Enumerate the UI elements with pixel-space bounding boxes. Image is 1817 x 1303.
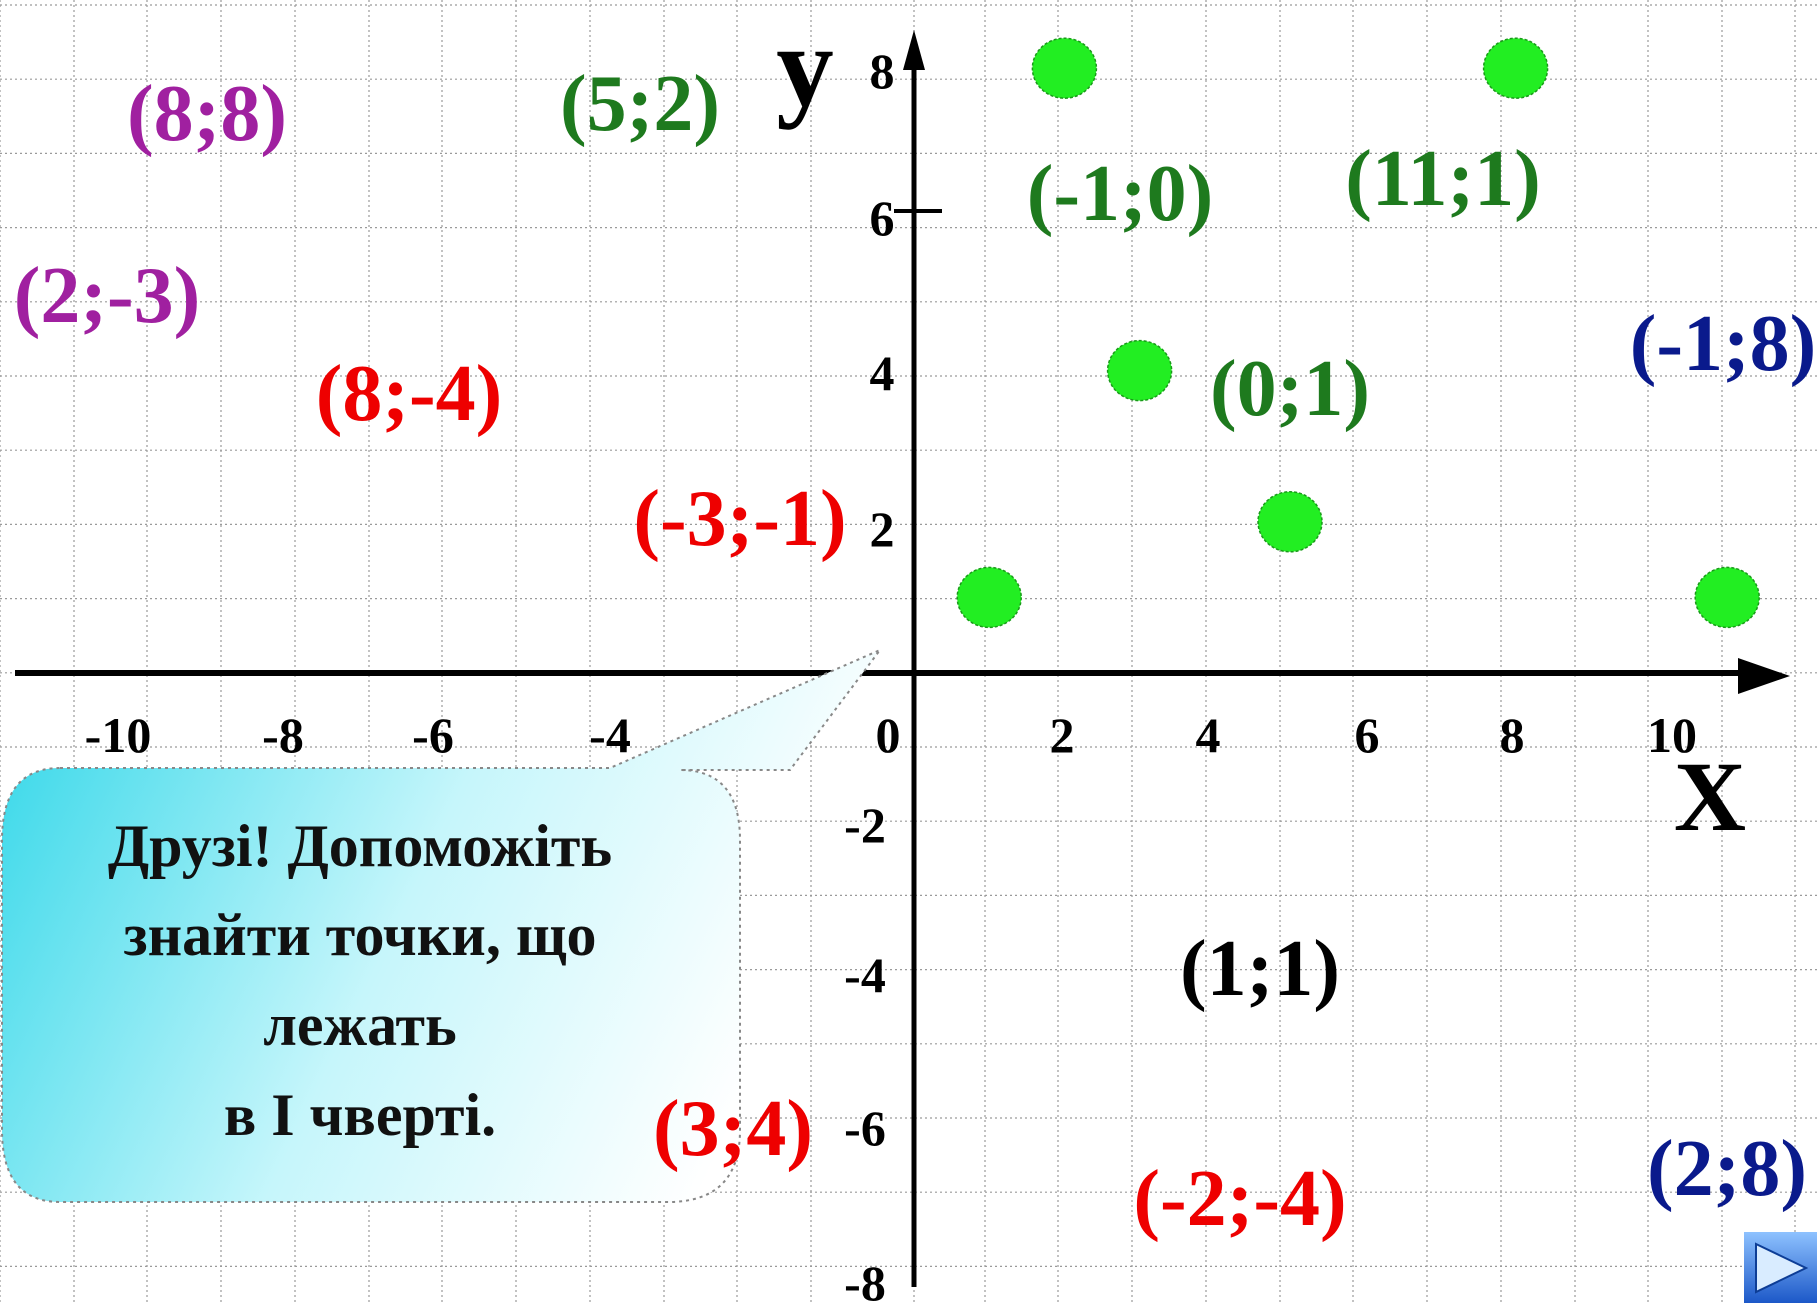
y-tick-label: -2 <box>844 797 886 853</box>
callout-line-2: знайти точки, що <box>123 902 596 968</box>
y-tick-label: -8 <box>844 1255 886 1303</box>
callout-line-4: в І чверті. <box>224 1082 496 1148</box>
plotted-point[interactable] <box>1482 37 1549 99</box>
x-tick-label: 10 <box>1647 707 1697 763</box>
plotted-point[interactable] <box>1257 491 1323 553</box>
coordinate-label[interactable]: (11;1) <box>1345 135 1541 223</box>
tick-labels: -10-8-6-4-202468108642-2-4-6-8 <box>85 43 1697 1303</box>
x-axis <box>15 658 1790 694</box>
y-tick-label: 2 <box>870 501 895 557</box>
x-tick-label: 6 <box>1355 707 1380 763</box>
x-tick-label: -4 <box>589 707 631 763</box>
coordinate-label[interactable]: (1;1) <box>1180 925 1340 1013</box>
y-axis-label: y <box>776 3 834 130</box>
coordinate-label[interactable]: (-1;0) <box>1027 150 1214 238</box>
coordinate-label[interactable]: (-3;-1) <box>633 475 846 563</box>
callout-line-1: Друзі! Допоможіть <box>108 813 612 879</box>
coordinate-label[interactable]: (-1;8) <box>1630 300 1817 388</box>
coordinate-label[interactable]: (8;8) <box>127 70 287 158</box>
plotted-points <box>956 37 1760 629</box>
y-tick-label: -4 <box>844 947 886 1003</box>
y-tick-label: -6 <box>844 1100 886 1156</box>
x-tick-label: -6 <box>412 707 454 763</box>
plotted-point[interactable] <box>1031 37 1098 99</box>
x-tick-label: -10 <box>85 707 152 763</box>
plotted-point[interactable] <box>1694 566 1760 629</box>
coordinate-label[interactable]: (8;-4) <box>316 350 503 438</box>
plotted-point[interactable] <box>956 566 1022 629</box>
coordinate-label[interactable]: (-2;-4) <box>1133 1155 1346 1243</box>
y-axis <box>894 30 942 1287</box>
x-tick-label: -8 <box>262 707 304 763</box>
coordinate-label[interactable]: (3;4) <box>653 1085 813 1173</box>
next-slide-button[interactable] <box>1744 1232 1817 1303</box>
coordinate-label[interactable]: (5;2) <box>560 60 720 148</box>
plotted-point[interactable] <box>1106 339 1173 402</box>
x-tick-label: 2 <box>1050 707 1075 763</box>
coordinate-label[interactable]: (0;1) <box>1210 345 1370 433</box>
play-triangle-icon <box>1755 1242 1809 1294</box>
y-tick-label: 6 <box>870 190 895 246</box>
y-tick-label: 8 <box>870 43 895 99</box>
callout-bubble: Друзі! Допоможіть знайти точки, що лежат… <box>1 647 884 1203</box>
x-tick-label: 8 <box>1500 707 1525 763</box>
x-tick-label: 0 <box>876 707 901 763</box>
callout-line-3: лежать <box>263 992 456 1058</box>
coordinate-label[interactable]: (2;-3) <box>14 252 201 340</box>
y-tick-label: 4 <box>870 345 895 401</box>
x-tick-label: 4 <box>1196 707 1221 763</box>
x-axis-label: X <box>1674 741 1746 852</box>
coordinate-labels: (8;8) (2;-3) (5;2) (-1;0) (11;1) (0;1) (-1;8) (… <box>14 60 1817 1243</box>
coordinate-label[interactable]: (2;8) <box>1647 1125 1807 1213</box>
